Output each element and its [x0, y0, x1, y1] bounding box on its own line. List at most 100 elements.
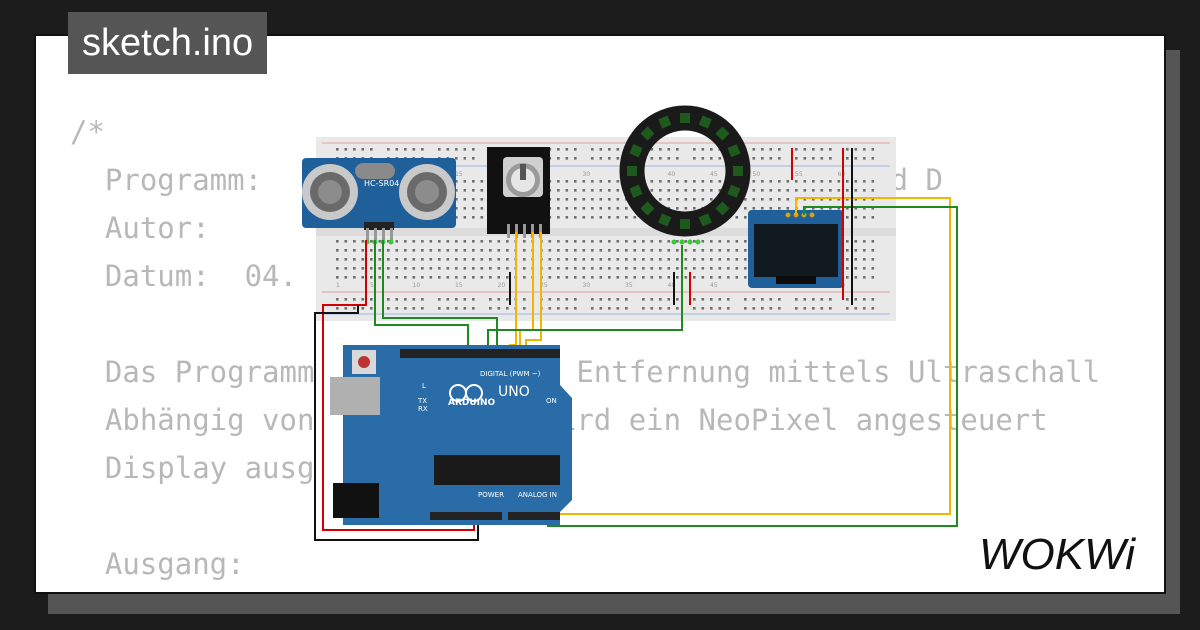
breadboard-hole — [752, 307, 756, 310]
breadboard-hole — [684, 276, 688, 279]
breadboard-hole — [506, 240, 509, 243]
breadboard-hole — [421, 298, 424, 301]
breadboard-hole — [667, 240, 671, 243]
breadboard-hole — [701, 198, 705, 201]
ultrasonic-sensor[interactable]: HC-SR04 — [302, 158, 456, 245]
breadboard-hole — [659, 198, 662, 201]
breadboard-hole — [446, 148, 450, 151]
breadboard-hole — [455, 276, 458, 279]
breadboard-hole — [744, 198, 747, 201]
breadboard-hole — [387, 148, 390, 151]
breadboard-hole — [820, 148, 824, 151]
breadboard-hole — [463, 148, 467, 151]
breadboard-hole — [727, 258, 730, 261]
breadboard-hole — [387, 307, 390, 310]
breadboard-hole — [701, 298, 705, 301]
breadboard-hole — [582, 249, 586, 252]
breadboard-column-label: 20 — [498, 282, 506, 289]
breadboard-hole — [727, 267, 730, 270]
breadboard-hole — [344, 148, 348, 151]
breadboard-hole — [803, 198, 807, 201]
breadboard-hole — [718, 307, 722, 310]
breadboard-hole — [497, 307, 501, 310]
breadboard-hole — [710, 148, 713, 151]
breadboard-hole — [599, 258, 603, 261]
breadboard-hole — [378, 276, 382, 279]
neopixel-led — [658, 115, 672, 129]
breadboard-hole — [778, 207, 781, 210]
breadboard-hole — [497, 249, 501, 252]
breadboard-hole — [336, 267, 339, 270]
breadboard-hole — [463, 189, 467, 192]
oled-display[interactable] — [748, 210, 844, 288]
breadboard-hole — [463, 157, 467, 160]
breadboard-hole — [395, 258, 399, 261]
breadboard-hole — [846, 249, 849, 252]
breadboard-hole — [489, 307, 492, 310]
breadboard-hole — [582, 198, 586, 201]
breadboard-hole — [769, 298, 773, 301]
breadboard-hole — [710, 249, 713, 252]
breadboard-hole — [761, 189, 764, 192]
breadboard-column-label: 30 — [583, 171, 591, 178]
neopixel-ring[interactable] — [619, 105, 751, 245]
breadboard-hole — [693, 298, 696, 301]
breadboard-hole — [846, 240, 849, 243]
breadboard-hole — [455, 267, 458, 270]
breadboard-hole — [608, 189, 611, 192]
breadboard-hole — [616, 276, 620, 279]
breadboard-hole — [370, 276, 373, 279]
breadboard-hole — [429, 267, 433, 270]
breadboard-hole — [429, 258, 433, 261]
breadboard-hole — [395, 249, 399, 252]
breadboard-hole — [642, 276, 645, 279]
breadboard-hole — [599, 198, 603, 201]
breadboard-hole — [863, 157, 866, 160]
breadboard-hole — [684, 240, 688, 243]
breadboard-hole — [693, 276, 696, 279]
breadboard-hole — [718, 240, 722, 243]
led-label-tx: TX — [417, 397, 427, 405]
breadboard-hole — [769, 148, 773, 151]
breadboard-hole — [574, 157, 577, 160]
breadboard-hole — [676, 298, 679, 301]
breadboard-hole — [667, 258, 671, 261]
breadboard-hole — [744, 207, 747, 210]
breadboard-hole — [361, 267, 365, 270]
breadboard-hole — [778, 189, 781, 192]
breadboard-hole — [438, 267, 441, 270]
breadboard-column-label: 10 — [413, 282, 421, 289]
breadboard-hole — [599, 240, 603, 243]
breadboard-hole — [353, 276, 356, 279]
breadboard-hole — [353, 258, 356, 261]
rotary-encoder[interactable] — [487, 147, 550, 238]
breadboard-hole — [404, 276, 407, 279]
arduino-uno[interactable]: DIGITAL (PWM ~) ARDUINO UNO ANALOG IN PO… — [330, 345, 572, 525]
breadboard-hole — [837, 207, 841, 210]
breadboard-hole — [599, 276, 603, 279]
breadboard-hole — [404, 240, 407, 243]
breadboard-hole — [701, 276, 705, 279]
arduino-brand: ARDUINO — [448, 398, 496, 408]
breadboard-hole — [599, 307, 603, 310]
breadboard-hole — [412, 307, 416, 310]
file-tab[interactable]: sketch.ino — [68, 12, 268, 74]
breadboard-column-label: 40 — [668, 171, 676, 178]
breadboard-hole — [336, 148, 339, 151]
breadboard-hole — [778, 307, 781, 310]
breadboard-hole — [353, 240, 356, 243]
breadboard-hole — [344, 258, 348, 261]
breadboard-hole — [370, 298, 373, 301]
breadboard-hole — [786, 198, 790, 201]
breadboard-hole — [625, 240, 628, 243]
breadboard-hole — [769, 307, 773, 310]
breadboard-hole — [676, 258, 679, 261]
breadboard-hole — [616, 298, 620, 301]
breadboard-hole — [472, 207, 475, 210]
breadboard-hole — [761, 307, 764, 310]
breadboard-hole — [591, 267, 594, 270]
breadboard-hole — [616, 240, 620, 243]
breadboard-hole — [557, 157, 560, 160]
breadboard-hole — [871, 276, 875, 279]
